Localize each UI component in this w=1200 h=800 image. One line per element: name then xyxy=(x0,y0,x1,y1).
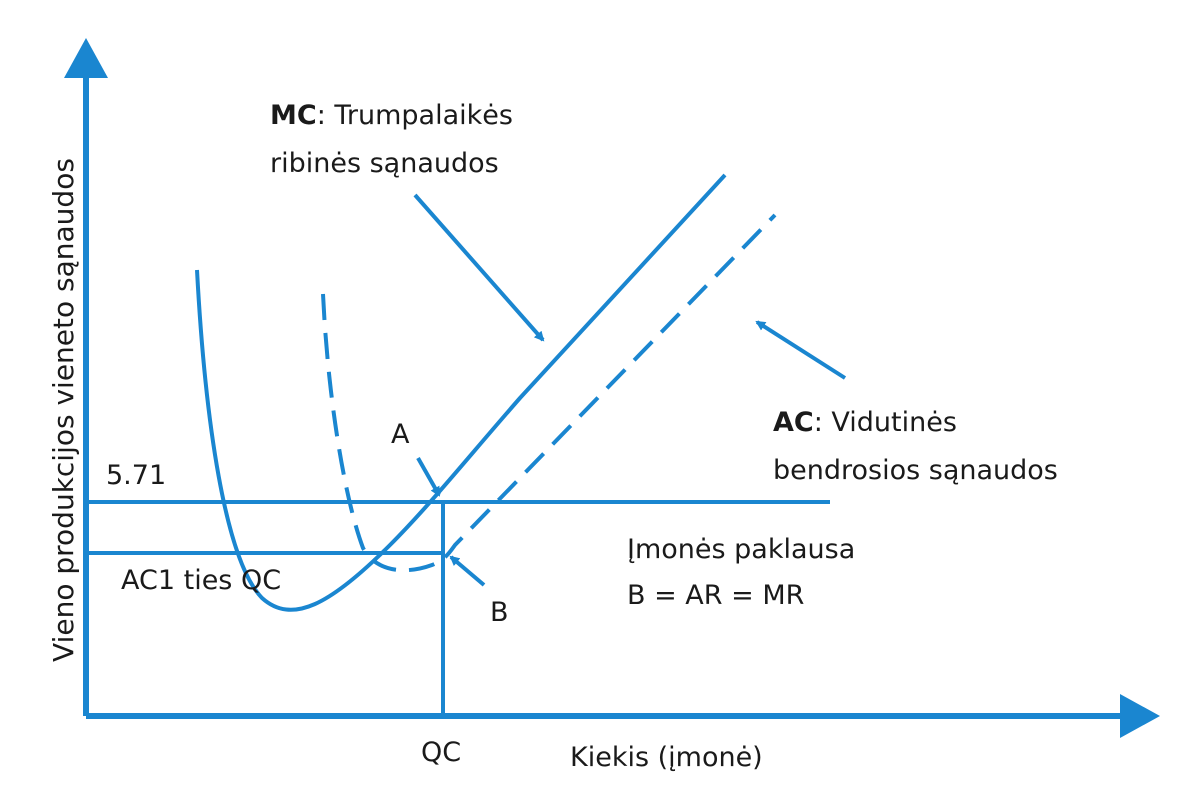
mc-desc: Trumpalaikės xyxy=(325,100,513,131)
mc-pointer-arrow xyxy=(413,193,545,342)
y-axis-label: Vieno produkcijos vieneto sąnaudos xyxy=(47,158,80,662)
y-tick-label: 5.71 xyxy=(106,460,167,491)
ac-label-line2: bendrosios sąnaudos xyxy=(773,455,1058,486)
ac-label-line1: AC: Vidutinės xyxy=(773,405,957,441)
ac-desc: Vidutinės xyxy=(822,407,957,438)
ac1-label: AC1 ties QC xyxy=(121,565,282,596)
point-b-label: B xyxy=(490,597,509,628)
ac-abbr: AC xyxy=(773,407,814,438)
mc-curve xyxy=(195,173,727,612)
ac-pointer-arrow xyxy=(755,320,847,380)
mc-label-line2: ribinės sąnaudos xyxy=(270,148,499,179)
ac-sep: : xyxy=(813,407,823,438)
ac-curve xyxy=(321,213,777,573)
point-b-arrow xyxy=(449,555,486,587)
y-axis-arrowhead xyxy=(64,38,108,78)
demand-label-line1: Įmonės paklausa xyxy=(627,534,856,565)
point-a-arrow xyxy=(416,457,441,497)
demand-label-line2: B = AR = MR xyxy=(627,580,805,611)
point-a-label: A xyxy=(391,419,410,450)
mc-abbr: MC xyxy=(270,100,317,131)
x-tick-label: QC xyxy=(421,737,462,768)
mc-label-line1: MC: Trumpalaikės xyxy=(270,98,513,134)
mc-sep: : xyxy=(316,100,326,131)
x-axis-arrowhead xyxy=(1120,694,1160,738)
x-axis-label: Kiekis (įmonė) xyxy=(570,742,763,773)
